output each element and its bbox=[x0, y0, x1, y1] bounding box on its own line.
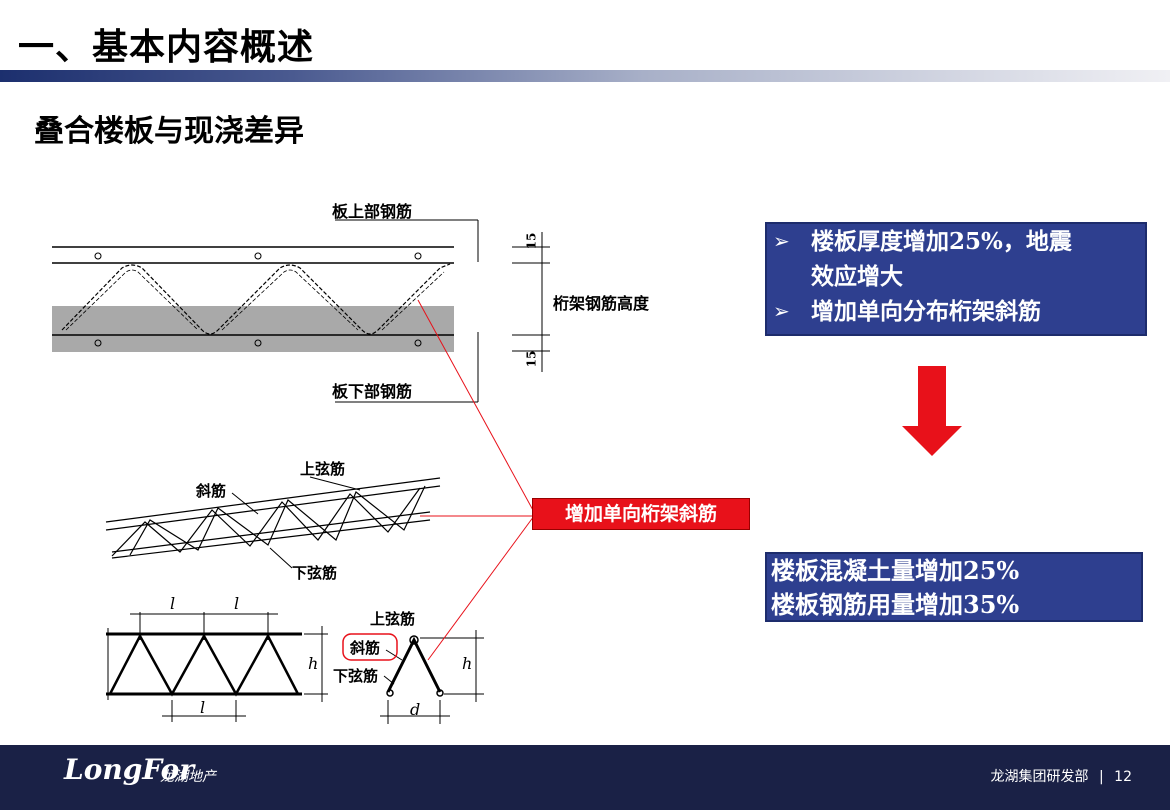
section-subtitle: 叠合楼板与现浇差异 bbox=[34, 114, 304, 149]
truss-height-label: 桁架钢筋高度 bbox=[553, 294, 650, 313]
info-box-quantity: 楼板混凝土量增加25% 楼板钢筋用量增加35% bbox=[765, 552, 1143, 622]
dim-l-1: l bbox=[170, 594, 176, 613]
diagonal-bar-label: 斜筋 bbox=[196, 482, 227, 500]
lower-chord-label-2: 下弦筋 bbox=[333, 667, 379, 685]
lower-chord-label: 下弦筋 bbox=[292, 564, 338, 582]
info-item-text: 楼板厚度增加25%，地震 bbox=[811, 228, 1072, 255]
footer-dept-page: 龙湖集团研发部 | 12 bbox=[991, 766, 1132, 786]
callout-line-slab bbox=[417, 299, 535, 513]
quantity-line: 楼板混凝土量增加25% bbox=[771, 556, 1020, 585]
info-box-thickness: ➢ 楼板厚度增加25%，地震 效应增大 ➢ 增加单向分布桁架斜筋 bbox=[765, 222, 1147, 336]
dim-d: d bbox=[410, 700, 421, 719]
info-item-text: 效应增大 bbox=[811, 263, 903, 290]
top-rebar-label: 板上部钢筋 bbox=[332, 202, 413, 221]
page-number: 12 bbox=[1114, 769, 1132, 785]
dim-l-3: l bbox=[200, 698, 206, 717]
upper-chord-label-2: 上弦筋 bbox=[370, 610, 416, 628]
dim-15-top: 15 bbox=[524, 232, 539, 250]
title-underline-bar bbox=[0, 70, 1170, 82]
longfor-logo: LongFor bbox=[64, 753, 195, 786]
dim-h-2: h bbox=[462, 654, 473, 673]
info-item: ➢ 楼板厚度增加25%，地震 bbox=[767, 224, 1145, 259]
diagonal-bar-label-circled: 斜筋 bbox=[350, 639, 381, 657]
info-item-text: 增加单向分布桁架斜筋 bbox=[811, 298, 1041, 325]
callout-line-section bbox=[427, 515, 535, 661]
dim-l-2: l bbox=[234, 594, 240, 613]
logo-chinese: 龙湖地产 bbox=[160, 769, 216, 785]
arrow-bullet-icon: ➢ bbox=[773, 299, 790, 323]
footer-bar bbox=[0, 745, 1170, 810]
upper-chord-label: 上弦筋 bbox=[300, 460, 346, 478]
arrow-bullet-icon: ➢ bbox=[773, 229, 790, 253]
callout-label: 增加单向桁架斜筋 bbox=[532, 498, 750, 530]
dim-h-1: h bbox=[308, 654, 319, 673]
info-item: ➢ 增加单向分布桁架斜筋 bbox=[767, 294, 1145, 329]
diagonal-highlight-circle bbox=[342, 633, 398, 661]
department-name: 龙湖集团研发部 bbox=[990, 769, 1089, 785]
info-item-continued: 效应增大 bbox=[767, 259, 1145, 294]
page-title: 一、基本内容概述 bbox=[18, 27, 315, 68]
truss-zigzag bbox=[61, 263, 451, 335]
dim-15-bottom: 15 bbox=[524, 350, 539, 368]
down-arrow bbox=[902, 366, 962, 456]
concrete-layer bbox=[52, 306, 454, 352]
footer-divider: | bbox=[1099, 769, 1104, 785]
bottom-rebar-label: 板下部钢筋 bbox=[332, 382, 413, 401]
quantity-line: 楼板钢筋用量增加35% bbox=[771, 590, 1020, 619]
